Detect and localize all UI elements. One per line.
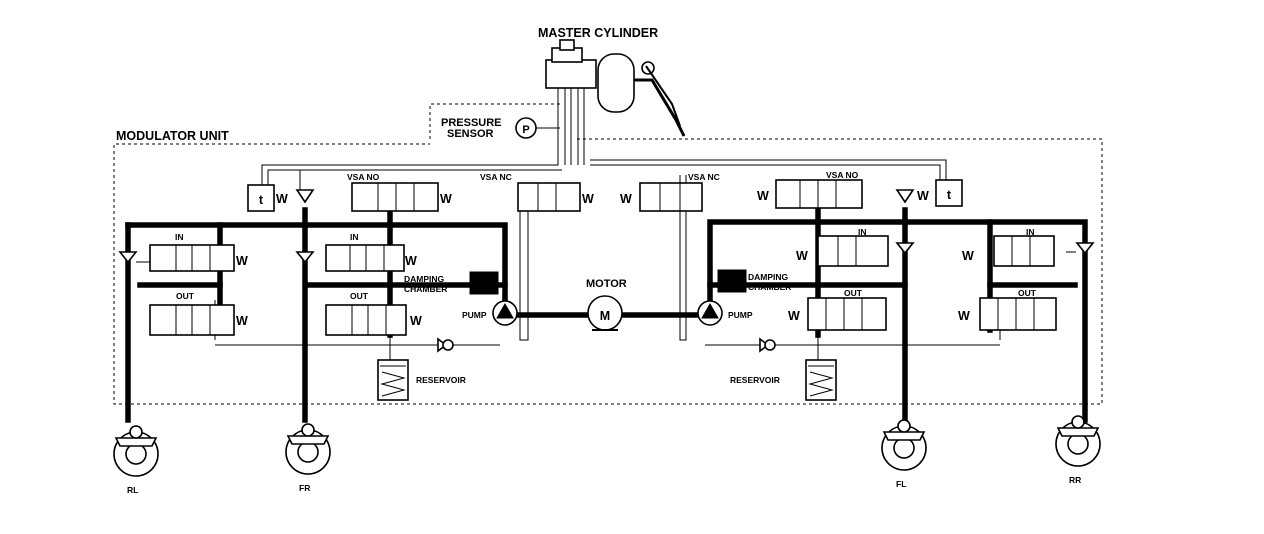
out-valve-fr-label: OUT: [350, 291, 369, 301]
spring-limiter-left: W: [276, 192, 288, 206]
check-valve-fl: [895, 242, 915, 255]
pump-right: [697, 300, 723, 326]
limiter-symbol-left: t: [259, 193, 264, 207]
vsa-no-left-label: VSA NO: [347, 172, 380, 182]
reservoir-right-label: RESERVOIR: [730, 375, 780, 385]
spring-vsa-nc-left: W: [582, 192, 594, 206]
pressure-limiter-right: [935, 179, 963, 207]
damping-left-line2: CHAMBER: [404, 284, 447, 294]
in-valve-rr-label: IN: [1026, 227, 1035, 237]
pump-right-label: PUMP: [728, 310, 753, 320]
in-valve-fl: [817, 235, 889, 267]
pressure-limiter-left: [247, 184, 275, 212]
out-valve-fl: [807, 297, 887, 331]
motor-label: MOTOR: [586, 278, 627, 290]
left-valve-group: t IN W OUT W IN W OUT W VSA NO W W VSA N…: [118, 172, 594, 401]
vsa-no-right-label: VSA NO: [826, 170, 859, 180]
out-valve-rl-label: OUT: [176, 291, 195, 301]
wheel-rr: [1055, 415, 1101, 467]
spring-out-fl: W: [788, 309, 800, 323]
damping-chamber-left: [469, 271, 499, 295]
check-valve-top-right: [895, 189, 915, 204]
pump-left: [492, 300, 518, 326]
spring-in-fl: W: [796, 249, 808, 263]
vsa-no-valve-right: [775, 179, 863, 209]
out-valve-fr: [325, 304, 407, 336]
pressure-sensor-label-line2: SENSOR: [447, 128, 494, 140]
spring-vsa-no-right: W: [757, 189, 769, 203]
spring-out-fr: W: [410, 314, 422, 328]
wheel-fr: [285, 423, 331, 475]
in-valve-fl-label: IN: [858, 227, 867, 237]
vsa-nc-right-label: VSA NC: [688, 172, 720, 182]
pressure-sensor-label-line1: PRESSURE: [441, 117, 502, 129]
damping-chamber-right: [717, 269, 747, 293]
pump-left-label: PUMP: [462, 310, 487, 320]
spring-in-rr: W: [962, 249, 974, 263]
spring-in-rl: W: [236, 254, 248, 268]
motor-symbol: M: [600, 309, 610, 323]
out-valve-fl-label: OUT: [844, 288, 863, 298]
spring-in-fr: W: [405, 254, 417, 268]
wheel-rl: [113, 425, 159, 477]
in-valve-fr: [325, 244, 405, 272]
spring-out-rl: W: [236, 314, 248, 328]
spring-limiter-right: W: [917, 189, 929, 203]
spring-vsa-nc-right: W: [620, 192, 632, 206]
in-valve-rr: [993, 235, 1055, 267]
check-valve-rl: [118, 251, 150, 264]
modulator-unit-boundary: [113, 103, 1103, 405]
modulator-unit-label: MODULATOR UNIT: [116, 129, 229, 143]
check-valve-top-left: [295, 189, 315, 204]
wheel-fr-label: FR: [299, 483, 310, 493]
wheel-rr-label: RR: [1069, 475, 1081, 485]
pressure-sensor: P: [515, 117, 560, 139]
check-valve-rr: [1066, 242, 1095, 255]
out-valve-rr: [979, 297, 1057, 331]
out-valve-rr-label: OUT: [1018, 288, 1037, 298]
vsa-no-valve-left: [351, 182, 439, 212]
damping-right-line2: CHAMBER: [748, 282, 791, 292]
pressure-sensor-symbol: P: [522, 124, 529, 136]
vsa-nc-valve-left: [517, 182, 581, 212]
master-cylinder-label: MASTER CYLINDER: [538, 26, 658, 40]
spring-out-rr: W: [958, 309, 970, 323]
wheel-fl: [881, 419, 927, 471]
wheel-rl-label: RL: [127, 485, 138, 495]
vsa-nc-valve-right: [639, 182, 703, 212]
in-valve-fr-label: IN: [350, 232, 359, 242]
limiter-symbol-right: t: [947, 188, 952, 202]
spring-vsa-no-left: W: [440, 192, 452, 206]
return-lines: [214, 88, 1001, 346]
damping-left-line1: DAMPING: [404, 274, 445, 284]
reservoir-left-label: RESERVOIR: [416, 375, 466, 385]
in-valve-rl-label: IN: [175, 232, 184, 242]
vsa-nc-left-label: VSA NC: [480, 172, 512, 182]
check-valve-fr: [295, 251, 315, 264]
damping-right-line1: DAMPING: [748, 272, 789, 282]
return-check-valve-left: [437, 337, 454, 353]
right-valve-group: VSA NC W VSA NO W t W IN W OUT W: [620, 170, 1095, 401]
master-cylinder: [545, 39, 686, 165]
return-check-valve-right: [759, 337, 776, 353]
wheel-fl-label: FL: [896, 479, 906, 489]
motor: M: [587, 295, 623, 331]
